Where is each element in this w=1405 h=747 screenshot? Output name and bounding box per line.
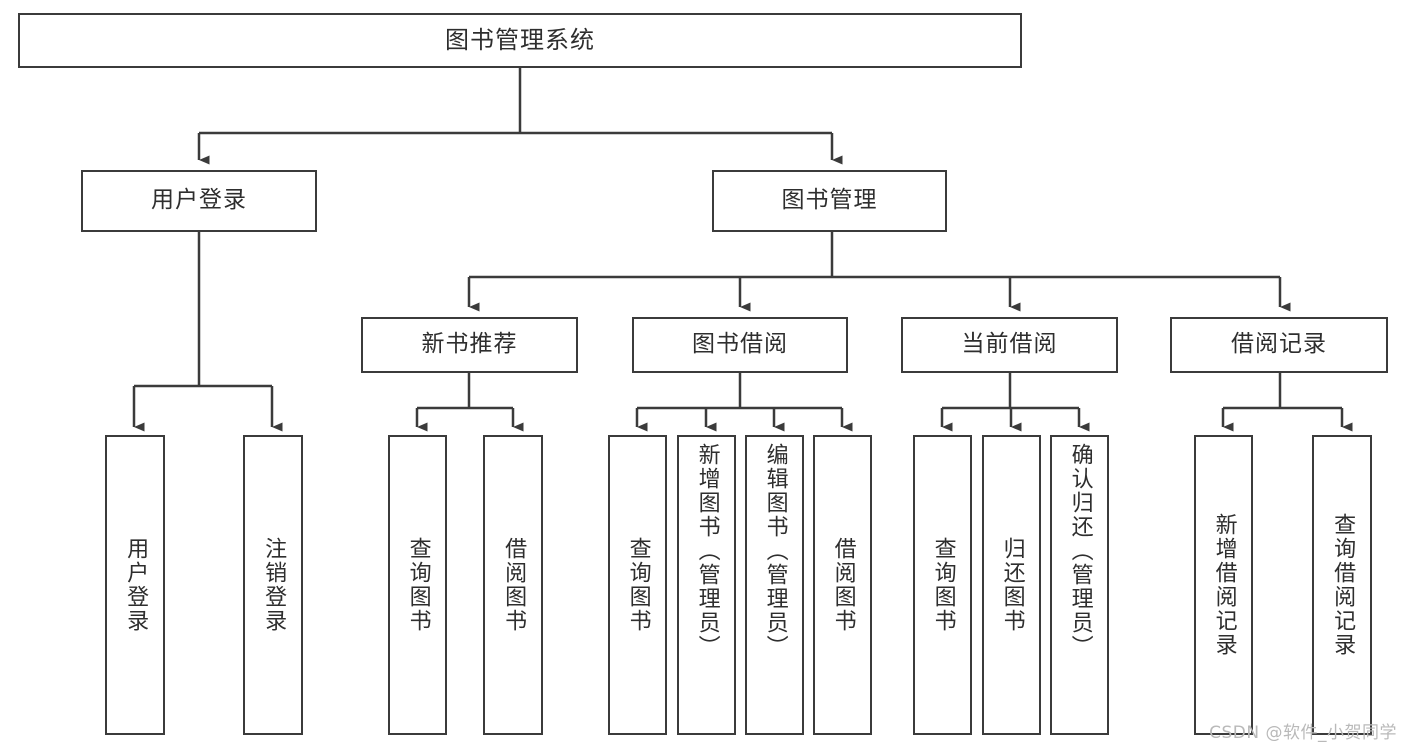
leaf-newbook-query-book[interactable]: 查询图书: [388, 435, 447, 735]
leaf-borrow-add-book-admin[interactable]: 新增图书（管理员）: [677, 435, 736, 735]
leaf-borrow-borrow-book[interactable]: 借阅图书: [813, 435, 872, 735]
leaf-logout-login[interactable]: 注销登录: [243, 435, 303, 735]
node-book-management[interactable]: 图书管理: [712, 170, 947, 232]
leaf-borrow-edit-book-admin[interactable]: 编辑图书（管理员）: [745, 435, 804, 735]
node-new-book-recommend[interactable]: 新书推荐: [361, 317, 578, 373]
leaf-user-login[interactable]: 用户登录: [105, 435, 165, 735]
watermark-text: CSDN @软件_小贺同学: [1209, 723, 1397, 743]
node-root-system[interactable]: 图书管理系统: [18, 13, 1022, 68]
leaf-borrow-query-book[interactable]: 查询图书: [608, 435, 667, 735]
node-borrow-record[interactable]: 借阅记录: [1170, 317, 1388, 373]
leaf-current-confirm-return-admin[interactable]: 确认归还（管理员）: [1050, 435, 1109, 735]
node-book-borrow[interactable]: 图书借阅: [632, 317, 848, 373]
node-current-borrow[interactable]: 当前借阅: [901, 317, 1118, 373]
leaf-newbook-borrow-book[interactable]: 借阅图书: [483, 435, 543, 735]
leaf-record-add-borrow-record[interactable]: 新增借阅记录: [1194, 435, 1253, 735]
leaf-current-return-book[interactable]: 归还图书: [982, 435, 1041, 735]
leaf-record-query-borrow-record[interactable]: 查询借阅记录: [1312, 435, 1372, 735]
node-user-login[interactable]: 用户登录: [81, 170, 317, 232]
leaf-current-query-book[interactable]: 查询图书: [913, 435, 972, 735]
